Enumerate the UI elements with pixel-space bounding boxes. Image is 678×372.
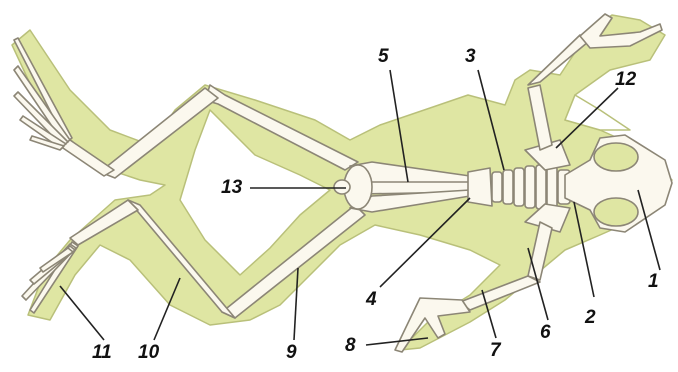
bone-vertebra-5 (536, 165, 546, 209)
bone-sacral-vertebra (468, 168, 492, 206)
label-2: 2 (585, 308, 596, 327)
label-11: 11 (92, 343, 112, 362)
label-6: 6 (540, 323, 551, 342)
label-3: 3 (465, 47, 476, 66)
bone-vertebra-4 (525, 166, 535, 208)
pointer-11 (60, 286, 104, 340)
label-8: 8 (345, 336, 356, 355)
orbit-upper (594, 143, 638, 171)
orbit-lower (594, 198, 638, 226)
label-9: 9 (286, 343, 297, 362)
label-12: 12 (615, 70, 636, 89)
label-1: 1 (648, 272, 659, 291)
bone-vertebra-1 (492, 172, 502, 202)
label-10: 10 (138, 343, 159, 362)
bone-acetabulum (334, 180, 350, 194)
bone-vertebra-6 (547, 166, 557, 208)
label-7: 7 (490, 341, 501, 360)
label-13: 13 (221, 178, 242, 197)
label-4: 4 (366, 290, 377, 309)
label-5: 5 (378, 47, 389, 66)
bone-vertebra-3 (514, 168, 524, 206)
bone-vertebra-2 (503, 170, 513, 204)
